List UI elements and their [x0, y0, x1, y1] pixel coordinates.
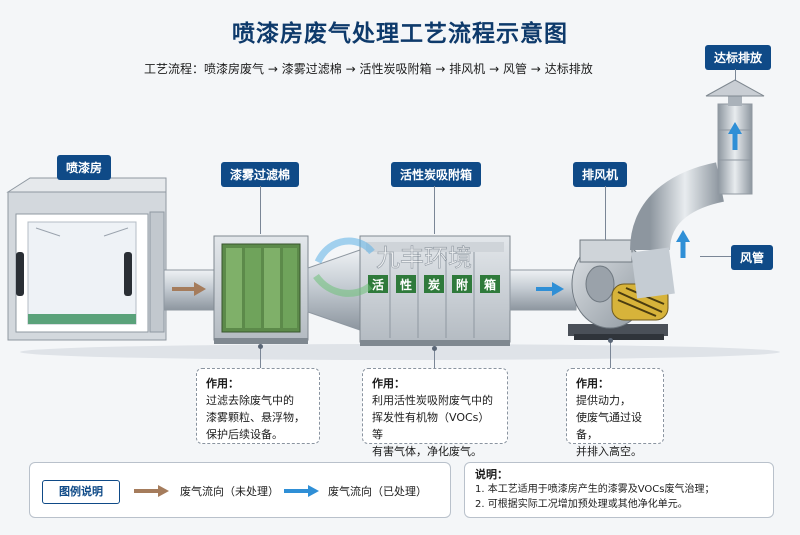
- note-line: 保护后续设备。: [206, 428, 283, 441]
- leader-dot: [432, 346, 437, 351]
- flow-step: 风管: [502, 62, 527, 76]
- leader-line: [434, 348, 435, 368]
- stack-rain-cap: [705, 79, 765, 106]
- flow-arrow: →: [345, 62, 356, 76]
- carbon-panel-char: 箱: [484, 277, 496, 292]
- tag-carbon-box: 活性炭吸附箱: [391, 162, 482, 187]
- treated-flow-arrow: [728, 122, 742, 150]
- flow-step: 漆雾过滤棉: [281, 62, 342, 76]
- tag-exhaust-discharge: 达标排放: [705, 45, 772, 70]
- leader-dot: [258, 344, 263, 349]
- note-fan: 作用： 提供动力， 使废气通过设备， 并排入高空。: [566, 368, 664, 458]
- note-line: 漆雾颗粒、悬浮物，: [206, 411, 305, 424]
- legend-label-treated: 废气流向（已处理）: [328, 485, 427, 498]
- note-line: 并排入高空。: [576, 445, 642, 458]
- tag-spray-booth: 喷漆房: [57, 155, 112, 180]
- carbon-panel-char: 附: [456, 277, 468, 292]
- untreated-flow-arrow: [172, 282, 206, 296]
- diagram-title: 喷漆房废气处理工艺流程示意图: [232, 21, 568, 47]
- carbon-panel-char: 活: [372, 277, 384, 292]
- note-carbon: 作用： 利用活性炭吸附废气中的 挥发性有机物（VOCs）等 有害气体，净化废气。: [362, 368, 508, 458]
- treated-flow-arrow: [536, 282, 564, 296]
- activated-carbon-box: 活 性 炭 附 箱: [359, 235, 511, 346]
- tag-duct: 风管: [731, 245, 774, 270]
- leader-line: [260, 346, 261, 368]
- flow-arrow: →: [267, 62, 278, 76]
- leader-dot: [608, 338, 613, 343]
- legend-treated-arrow: [284, 485, 319, 497]
- leader-line: [605, 186, 606, 240]
- tag-paint-mist-filter: 漆雾过滤棉: [221, 162, 300, 187]
- note-filter: 作用： 过滤去除废气中的 漆雾颗粒、悬浮物， 保护后续设备。: [196, 368, 320, 444]
- carbon-panel-labels: 活 性 炭 附 箱: [368, 275, 500, 293]
- paint-mist-filter: [213, 235, 309, 344]
- flow-arrow: →: [435, 62, 446, 76]
- note-line: 有害气体，净化废气。: [372, 445, 482, 458]
- flow-step: 活性炭吸附箱: [359, 62, 432, 76]
- note-heading: 作用：: [206, 377, 239, 390]
- remarks-box: 说明： 1. 本工艺适用于喷漆房产生的漆雾及VOCs废气治理； 2. 可根据实际…: [464, 462, 774, 518]
- treated-flow-arrow: [676, 230, 690, 258]
- note-line: 提供动力，: [576, 394, 631, 407]
- legend: 图例说明 废气流向（未处理） 废气流向（已处理）: [29, 462, 451, 518]
- leader-line: [610, 340, 611, 368]
- legend-title: 图例说明: [42, 480, 120, 504]
- flow-step: 达标排放: [544, 62, 593, 76]
- watermark-text: 九丰环境: [376, 244, 472, 272]
- note-line: 挥发性有机物（VOCs）等: [372, 411, 490, 441]
- note-heading: 作用：: [372, 377, 405, 390]
- tag-exhaust-fan: 排风机: [573, 162, 628, 187]
- leader-line: [735, 69, 736, 81]
- carbon-panel-char: 炭: [428, 277, 440, 292]
- process-flow-label: 工艺流程：: [144, 62, 205, 76]
- remarks-heading: 说明：: [475, 468, 508, 481]
- note-heading: 作用：: [576, 377, 609, 390]
- note-line: 过滤去除废气中的: [206, 394, 294, 407]
- process-flow-line: 工艺流程：喷漆房废气 → 漆雾过滤棉 → 活性炭吸附箱 → 排风机 → 风管 →…: [144, 60, 593, 77]
- flow-arrow: →: [489, 62, 500, 76]
- spray-booth: [6, 177, 167, 341]
- leader-line: [260, 186, 261, 234]
- legend-label-untreated: 废气流向（未处理）: [180, 485, 279, 498]
- legend-untreated-arrow: [134, 485, 169, 497]
- watermark: 九丰环境: [313, 237, 472, 297]
- leader-line: [700, 256, 731, 257]
- flow-step: 排风机: [449, 62, 486, 76]
- remarks-line: 2. 可根据实际工况增加预处理或其他净化单元。: [475, 499, 688, 510]
- leader-line: [434, 186, 435, 234]
- flow-step: 喷漆房废气: [204, 62, 265, 76]
- flow-arrow: →: [530, 62, 541, 76]
- note-line: 利用活性炭吸附废气中的: [372, 394, 493, 407]
- carbon-panel-char: 性: [399, 277, 412, 292]
- note-line: 使废气通过设备，: [576, 411, 642, 441]
- remarks-line: 1. 本工艺适用于喷漆房产生的漆雾及VOCs废气治理；: [475, 484, 715, 495]
